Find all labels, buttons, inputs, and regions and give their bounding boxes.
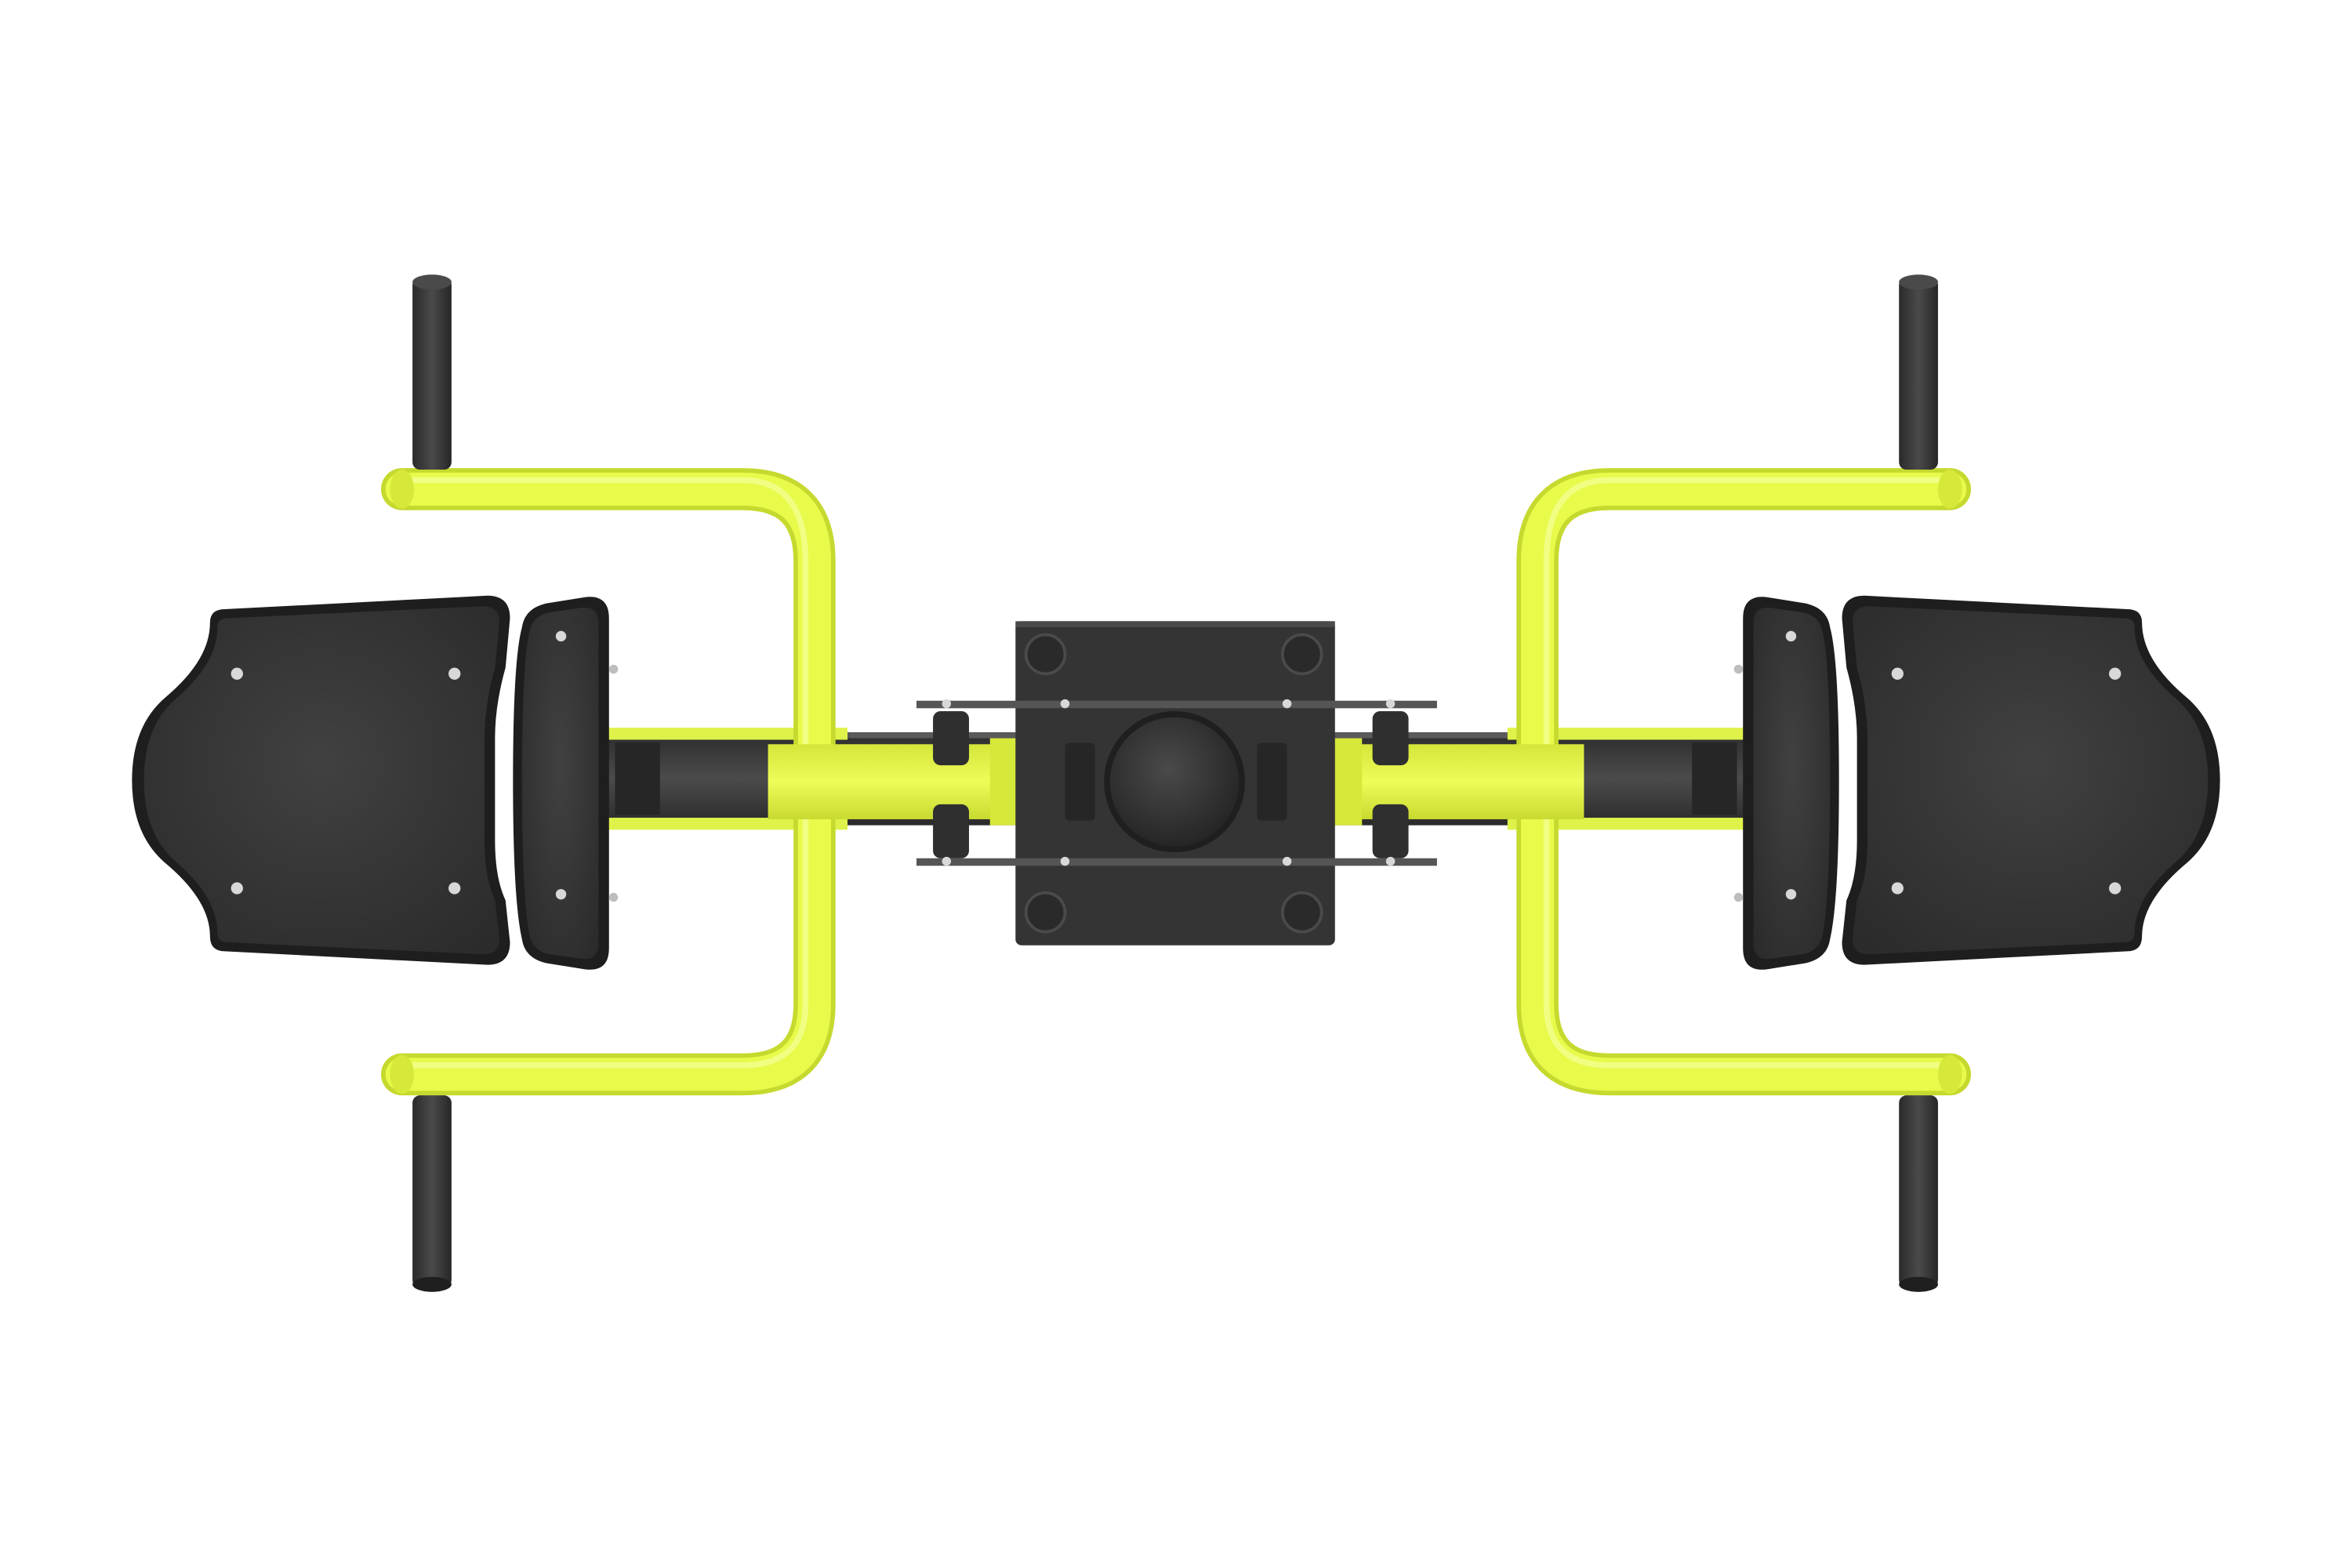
grip-bottom-left — [412, 1095, 452, 1292]
grips — [412, 274, 1938, 1292]
base-plate-bolts — [1024, 633, 1323, 934]
grip-top-right — [1899, 274, 1938, 470]
rod-bolts — [942, 699, 1396, 866]
right-backrest — [1733, 597, 1839, 970]
left-seat — [132, 595, 510, 965]
grip-top-left — [412, 274, 452, 470]
beam-yellow-rails — [607, 728, 1748, 830]
grip-bottom-right — [1899, 1095, 1938, 1292]
pivot-icon — [1104, 711, 1246, 853]
lateral-rods — [916, 700, 1437, 866]
beam-end-sockets — [615, 742, 1737, 815]
bearing-blocks — [933, 711, 1409, 858]
right-seat — [1842, 595, 2220, 965]
left-backrest — [513, 597, 619, 970]
